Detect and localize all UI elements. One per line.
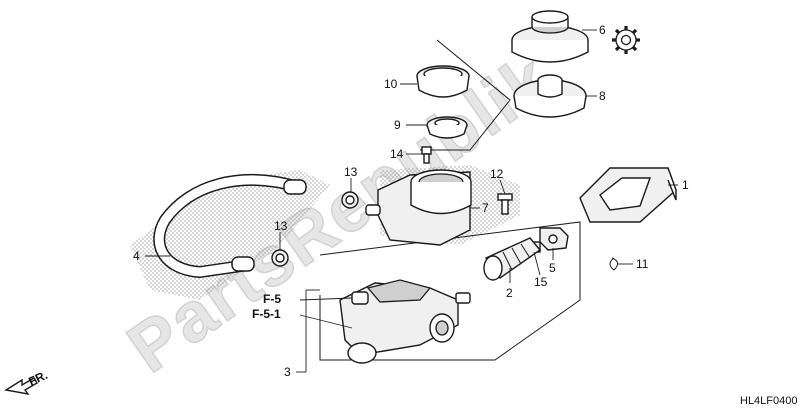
callout-15: 15 [534, 275, 548, 289]
callout-14: 14 [390, 147, 404, 161]
clevis [539, 227, 569, 251]
callout-8: 8 [599, 89, 606, 103]
callout-11: 11 [636, 257, 649, 271]
callout-5: 5 [549, 261, 556, 275]
spring-clip [609, 257, 618, 271]
assembly-outline-box [319, 221, 581, 361]
reservoir-hose [153, 174, 307, 279]
callout-7: 7 [482, 201, 489, 215]
callout-2: 2 [506, 286, 513, 300]
screw-part-14 [421, 146, 432, 164]
ring-seal [426, 116, 468, 139]
reference-f5: F-5 [263, 292, 281, 306]
mounting-bracket [579, 167, 677, 223]
push-rod-boot [483, 237, 542, 281]
reference-f5-1: F-5-1 [252, 307, 281, 321]
master-cylinder [339, 279, 471, 364]
callout-9: 9 [394, 118, 401, 132]
leader-lines [145, 29, 678, 373]
reservoir-body [365, 169, 472, 246]
callout-3: 3 [284, 365, 291, 379]
front-direction-label: FR. [26, 368, 49, 389]
callout-13-lower: 13 [274, 219, 288, 233]
gear-icon [612, 26, 640, 54]
reservoir-cap [511, 10, 589, 63]
diaphragm [513, 74, 587, 118]
reservoir-plate [416, 65, 470, 98]
callout-12: 12 [490, 167, 504, 181]
hose-clamp-upper [341, 191, 359, 209]
callout-labels: 1 2 3 4 5 6 7 8 9 10 11 12 13 13 14 15 [133, 23, 689, 379]
callout-6: 6 [599, 23, 606, 37]
callout-10: 10 [384, 77, 398, 91]
front-arrow-icon [4, 377, 38, 396]
diagram-code: HL4LF0400 [740, 395, 798, 407]
callout-1: 1 [682, 178, 689, 192]
hose-clamp-lower [271, 249, 289, 267]
callout-13-upper: 13 [344, 165, 358, 179]
assembly-outline-upper [420, 39, 511, 151]
callout-4: 4 [133, 249, 140, 263]
